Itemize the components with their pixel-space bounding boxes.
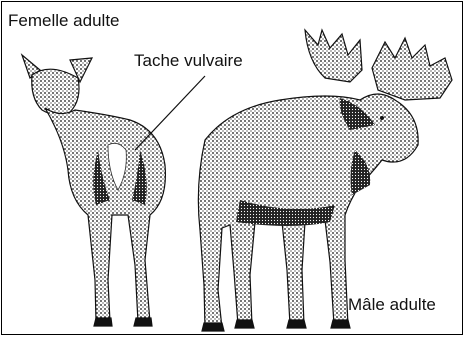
male-label: Mâle adulte [348,296,436,313]
female-moose [22,55,165,326]
female-label: Femelle adulte [8,12,120,29]
vulvar-patch-label: Tache vulvaire [134,52,243,69]
male-moose [198,30,452,331]
vulvar-patch-pointer [135,76,205,150]
